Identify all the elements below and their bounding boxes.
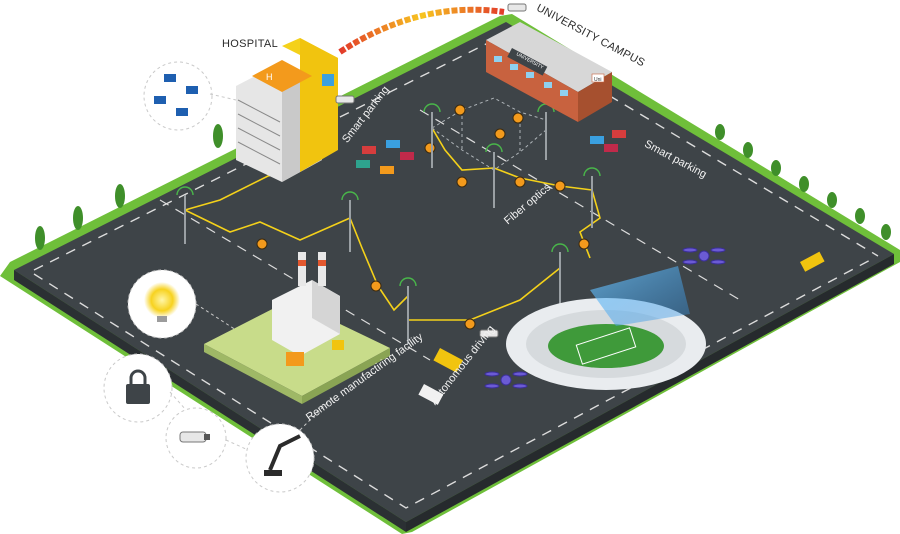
- security-camera-icon: [180, 432, 210, 442]
- university-badge: Uni: [594, 77, 602, 83]
- hospital-label: HOSPITAL: [222, 38, 278, 50]
- svg-text:H: H: [266, 72, 273, 82]
- laptop-network-icon: [144, 62, 236, 130]
- city-ground: [0, 14, 900, 534]
